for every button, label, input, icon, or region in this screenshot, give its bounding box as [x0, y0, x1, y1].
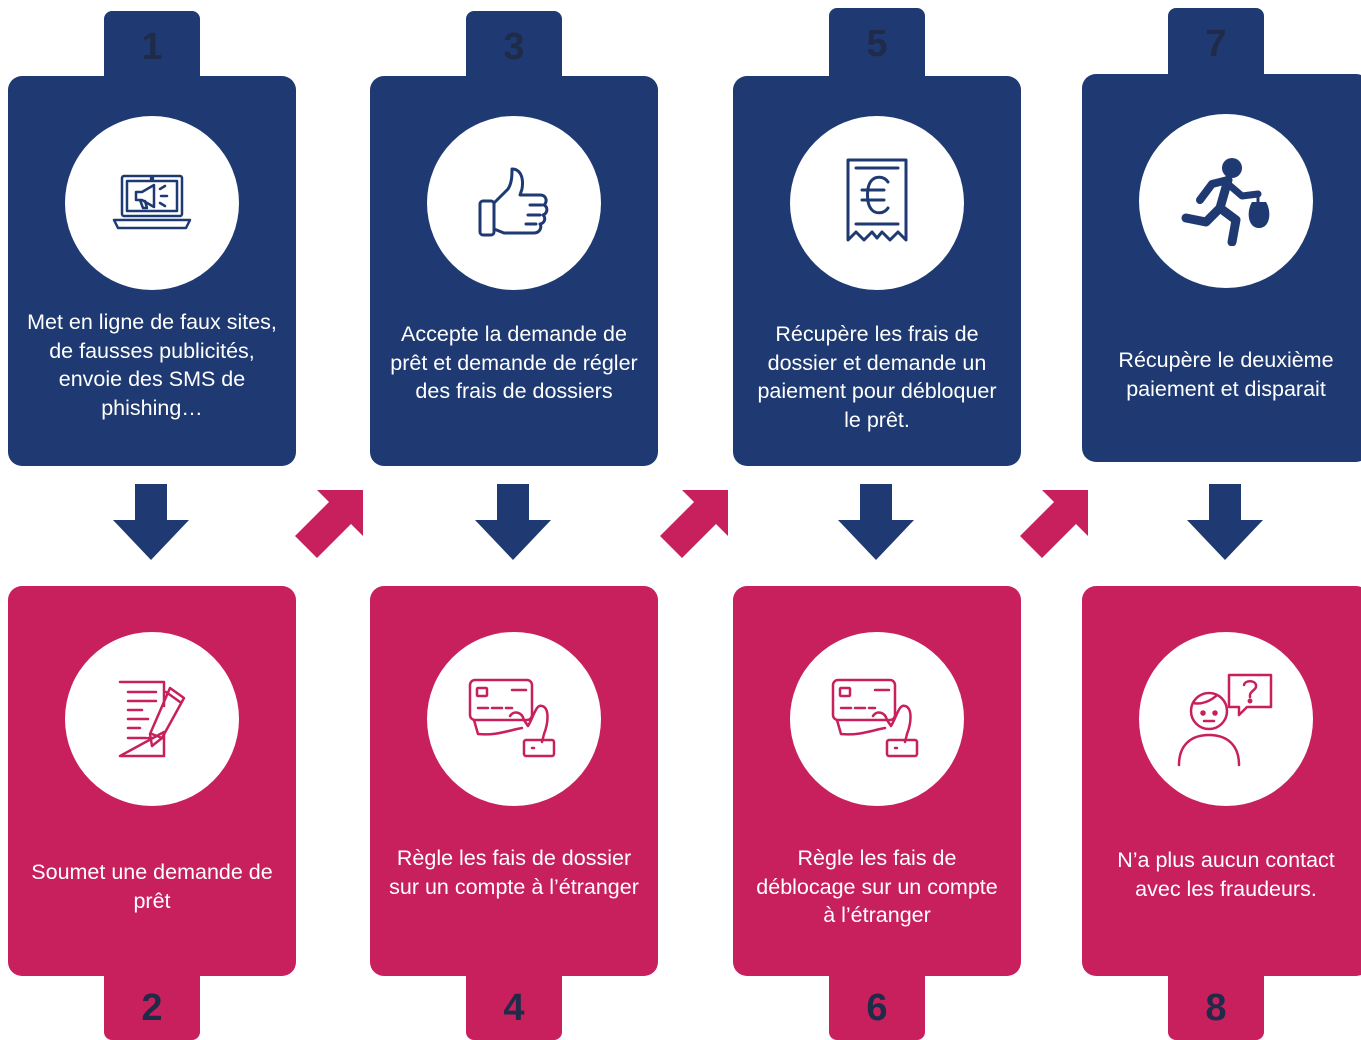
step-number-tab-3: 3 — [466, 11, 562, 83]
step-card-7: Récupère le deuxième paiement et dispara… — [1082, 74, 1361, 462]
icon-circle — [65, 116, 239, 290]
step-number: 4 — [503, 986, 525, 1029]
step-number-tab-2: 2 — [104, 976, 200, 1040]
laptop-megaphone-icon — [112, 174, 192, 230]
step-number-tab-7: 7 — [1168, 8, 1264, 80]
thumbs-up-icon — [478, 167, 549, 237]
arrow-up-right-icon — [295, 490, 363, 558]
step-card-8: N’a plus aucun contact avec les fraudeur… — [1082, 586, 1361, 976]
icon-circle — [790, 632, 964, 806]
arrow-up-right-icon — [1020, 490, 1088, 558]
arrow-up-right-icon — [660, 490, 728, 558]
arrow-down-icon — [113, 484, 189, 560]
step-number-tab-5: 5 — [829, 8, 925, 80]
step-number-tab-8: 8 — [1168, 976, 1264, 1040]
icon-circle — [65, 632, 239, 806]
icon-circle — [1139, 632, 1313, 806]
step-card-3: Accepte la demande de prêt et demande de… — [370, 76, 658, 466]
arrow-down-icon — [1187, 484, 1263, 560]
icon-circle — [427, 632, 601, 806]
step-number: 7 — [1205, 22, 1227, 65]
step-number-tab-6: 6 — [829, 976, 925, 1040]
arrow-down-icon — [838, 484, 914, 560]
step-card-5: Récupère les frais de dossier et demande… — [733, 76, 1021, 466]
icon-circle — [790, 116, 964, 290]
step-text: Règle les fais de dossier sur un compte … — [389, 846, 639, 899]
step-text: Règle les fais de déblocage sur un compt… — [756, 846, 998, 927]
step-number: 8 — [1205, 986, 1227, 1029]
arrow-down-icon — [475, 484, 551, 560]
step-card-1: Met en ligne de faux sites, de fausses p… — [8, 76, 296, 466]
step-card-6: Règle les fais de déblocage sur un compt… — [733, 586, 1021, 976]
hand-credit-card-icon — [831, 678, 919, 758]
step-text: Récupère les frais de dossier et demande… — [757, 322, 997, 432]
step-text: N’a plus aucun contact avec les fraudeur… — [1117, 848, 1335, 901]
running-thief-icon — [1181, 158, 1270, 246]
step-text: Soumet une demande de prêt — [31, 860, 273, 913]
step-card-4: Règle les fais de dossier sur un compte … — [370, 586, 658, 976]
euro-receipt-icon — [846, 158, 908, 242]
step-number: 3 — [503, 25, 525, 68]
step-text: Récupère le deuxième paiement et dispara… — [1118, 348, 1334, 401]
step-number-tab-4: 4 — [466, 976, 562, 1040]
step-text: Accepte la demande de prêt et demande de… — [390, 322, 638, 403]
step-card-2: Soumet une demande de prêt — [8, 586, 296, 976]
icon-circle — [427, 116, 601, 290]
document-pencil-icon — [118, 680, 186, 758]
icon-circle — [1139, 114, 1313, 288]
step-text: Met en ligne de faux sites, de fausses p… — [27, 310, 277, 420]
hand-credit-card-icon — [468, 678, 556, 758]
step-number: 1 — [141, 25, 163, 68]
step-number: 2 — [141, 986, 163, 1029]
step-number-tab-1: 1 — [104, 11, 200, 83]
step-number: 5 — [866, 22, 888, 65]
confused-person-icon — [1177, 673, 1273, 767]
step-number: 6 — [866, 986, 888, 1029]
